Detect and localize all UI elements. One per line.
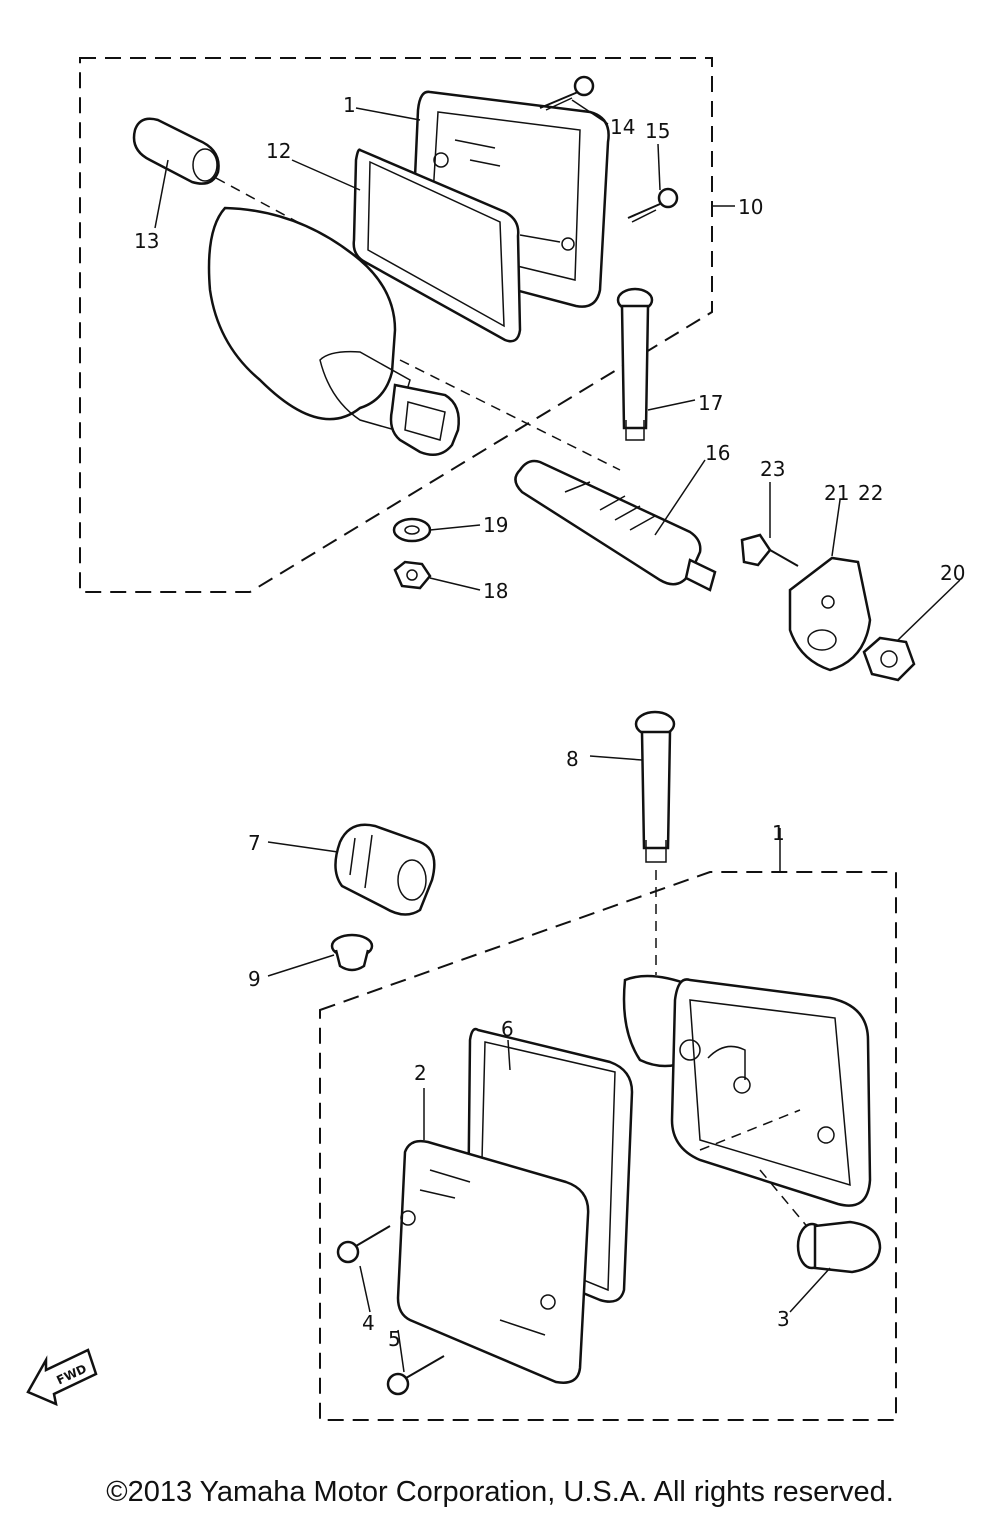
callout-18: 18 [483, 579, 508, 603]
callout-21: 21 [824, 481, 849, 505]
leader-1-top [355, 107, 421, 121]
leader-14 [571, 99, 609, 125]
callout-15: 15 [645, 119, 670, 143]
part-18-nut [393, 560, 432, 590]
part-15-screw [627, 187, 679, 223]
callout-7: 7 [248, 831, 261, 855]
leader-4 [359, 1265, 371, 1313]
housing-bottom [622, 974, 872, 1207]
leader-8 [589, 755, 643, 761]
callout-5: 5 [388, 1327, 401, 1351]
front-direction-arrow: FWD [26, 1348, 98, 1407]
part-17-bolt [616, 287, 654, 441]
callout-4: 4 [362, 1311, 375, 1335]
part-3-bulb [796, 1220, 882, 1274]
part-19-washer [392, 517, 432, 543]
part-5-screw [386, 1355, 445, 1396]
leader-6 [507, 1039, 511, 1071]
callout-10: 10 [738, 195, 763, 219]
callout-labels: 1 12 13 14 15 10 17 16 23 21 22 19 18 20… [134, 93, 965, 1351]
part-2-lens [396, 1139, 590, 1384]
part-8-bolt [634, 710, 676, 863]
leader-19 [429, 524, 481, 531]
part-14-screw [539, 75, 595, 111]
callout-23: 23 [760, 457, 785, 481]
callout-6: 6 [501, 1017, 514, 1041]
callout-16: 16 [705, 441, 730, 465]
part-20-nut [862, 636, 916, 682]
callout-1-top: 1 [343, 93, 356, 117]
leader-15 [657, 143, 661, 191]
callout-8: 8 [566, 747, 579, 771]
callout-2: 2 [414, 1061, 427, 1085]
leader-17 [647, 399, 696, 411]
callout-3: 3 [777, 1307, 790, 1331]
leader-20 [897, 579, 961, 641]
callout-9: 9 [248, 967, 261, 991]
leader-16 [654, 459, 706, 536]
callout-13: 13 [134, 229, 159, 253]
leader-9 [267, 954, 335, 977]
part-21-22-bracket [788, 556, 872, 672]
rear-shell-top [207, 206, 460, 457]
leader-3 [789, 1267, 831, 1313]
part-7-damper [334, 823, 436, 916]
callout-22: 22 [858, 481, 883, 505]
leader-13 [154, 159, 169, 229]
callout-19: 19 [483, 513, 508, 537]
leader-7 [267, 841, 339, 853]
callout-20: 20 [940, 561, 965, 585]
leader-18 [429, 577, 481, 591]
part-13-bulb [132, 117, 220, 185]
part-16-stay [514, 459, 717, 592]
leader-12 [291, 159, 361, 191]
copyright-notice: ©2013 Yamaha Motor Corporation, U.S.A. A… [106, 1476, 894, 1508]
callout-1-bottom: 1 [772, 821, 785, 845]
part-9-grommet [330, 933, 374, 972]
part-12-gasket [352, 148, 522, 343]
callout-17: 17 [698, 391, 723, 415]
upper-assembly-boundary [79, 57, 713, 593]
callout-14: 14 [610, 115, 635, 139]
callout-12: 12 [266, 139, 291, 163]
leader-21-22 [831, 499, 841, 557]
leader-5 [397, 1329, 405, 1373]
part-23-bolt [740, 533, 799, 567]
part-4-screw [336, 1225, 391, 1264]
